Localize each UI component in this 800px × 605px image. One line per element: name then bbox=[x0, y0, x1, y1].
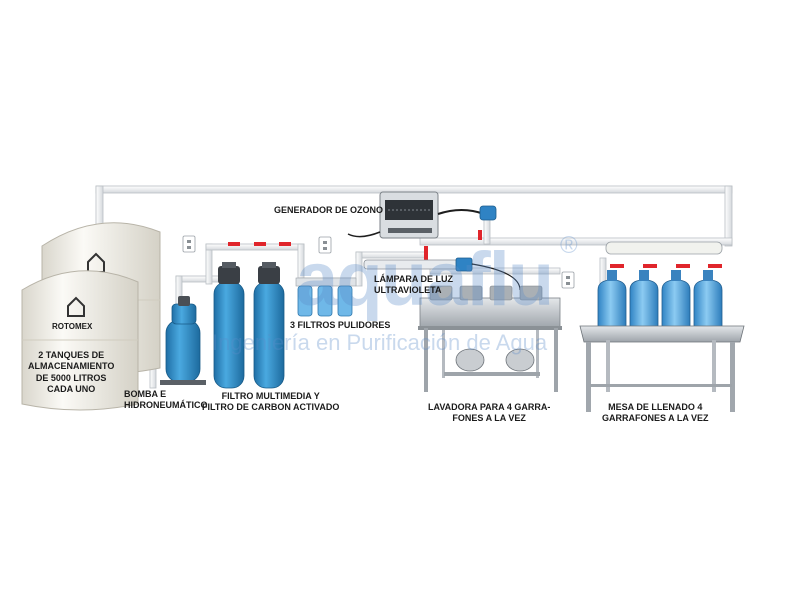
ozone-generator-label: GENERADOR DE OZONO bbox=[274, 205, 384, 215]
storage-tank-front bbox=[21, 270, 139, 411]
washer-label: LAVADORA PARA 4 GARRA- FONES A LA VEZ bbox=[428, 402, 551, 424]
polishing-filters-label: 3 FILTROS PULIDORES bbox=[290, 320, 391, 330]
pump-and-hydropneumatic bbox=[160, 296, 206, 385]
filling-table bbox=[579, 241, 745, 412]
pump-label: BOMBA E HIDRONEUMÁTICO bbox=[124, 389, 208, 411]
uv-lamp-label: LÁMPARA DE LUZ ULTRAVIOLETA bbox=[374, 274, 453, 296]
carbon-filter bbox=[253, 262, 285, 389]
multimedia-filter-label: FILTRO MULTIMEDIA Y FILTRO DE CARBON ACT… bbox=[202, 391, 340, 413]
polishing-filters bbox=[295, 277, 357, 317]
ozone-generator bbox=[347, 191, 497, 239]
tanks-label: 2 TANQUES DE ALMACENAMIENTO DE 5000 LITR… bbox=[28, 350, 115, 394]
wall-outlets bbox=[182, 235, 575, 289]
filling-table-label: MESA DE LLENADO 4 GARRAFONES A LA VEZ bbox=[602, 402, 709, 424]
multimedia-filter bbox=[213, 262, 245, 389]
bottles bbox=[597, 270, 723, 330]
uv-lamp bbox=[363, 257, 521, 291]
tank-brand-label: ROTOMEX bbox=[52, 322, 93, 331]
bottle-washer bbox=[418, 285, 562, 392]
